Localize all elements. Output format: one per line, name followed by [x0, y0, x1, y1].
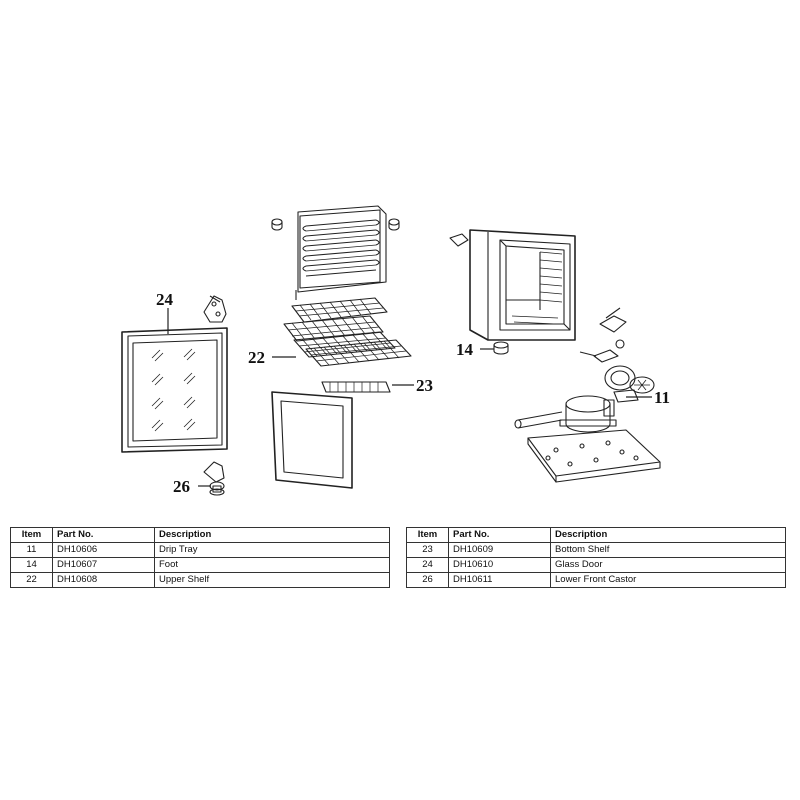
table-row: 14 DH10607 Foot — [10, 557, 390, 573]
compressor-part — [514, 395, 617, 433]
header-part-no: Part No. — [448, 527, 551, 543]
callout-11: 11 — [654, 388, 670, 407]
cell-description: Upper Shelf — [154, 572, 390, 588]
foot-part — [493, 341, 509, 355]
parts-table-right: Item Part No. Description 23 DH10609 Bot… — [406, 527, 786, 588]
leader-lines — [167, 308, 652, 487]
callout-23: 23 — [416, 376, 433, 395]
cell-part-no: DH10606 — [52, 542, 155, 558]
cabinet-body-part — [449, 229, 576, 341]
table-row: 24 DH10610 Glass Door — [406, 557, 786, 573]
base-plate-part — [527, 429, 661, 483]
top-hinge-part — [203, 295, 227, 323]
door-gasket-part — [271, 391, 353, 489]
cell-part-no: DH10608 — [52, 572, 155, 588]
cell-description: Glass Door — [550, 557, 786, 573]
parts-table-left: Item Part No. Description 11 DH10606 Dri… — [10, 527, 390, 588]
header-item: Item — [10, 527, 53, 543]
bottom-shelf-part — [321, 381, 391, 393]
header-description: Description — [154, 527, 390, 543]
cell-description: Lower Front Castor — [550, 572, 786, 588]
cell-description: Foot — [154, 557, 390, 573]
callout-24: 24 — [156, 290, 174, 309]
table-header-row: Item Part No. Description — [406, 527, 786, 543]
upper-shelf-part — [283, 297, 412, 367]
callout-26: 26 — [173, 477, 190, 496]
header-part-no: Part No. — [52, 527, 155, 543]
callout-14: 14 — [456, 340, 474, 359]
table-row: 23 DH10609 Bottom Shelf — [406, 542, 786, 558]
glass-door-part — [121, 327, 228, 453]
thermostat-part — [579, 307, 627, 363]
fastener-part — [271, 218, 400, 231]
table-row: 11 DH10606 Drip Tray — [10, 542, 390, 558]
header-description: Description — [550, 527, 786, 543]
cell-item: 23 — [406, 542, 449, 558]
cell-item: 24 — [406, 557, 449, 573]
cell-item: 22 — [10, 572, 53, 588]
lower-castor-part — [203, 461, 225, 496]
cell-part-no: DH10609 — [448, 542, 551, 558]
cell-item: 14 — [10, 557, 53, 573]
cell-item: 26 — [406, 572, 449, 588]
table-row: 22 DH10608 Upper Shelf — [10, 572, 390, 588]
cell-part-no: DH10607 — [52, 557, 155, 573]
cell-description: Bottom Shelf — [550, 542, 786, 558]
cell-part-no: DH10611 — [448, 572, 551, 588]
callout-22: 22 — [248, 348, 265, 367]
cell-description: Drip Tray — [154, 542, 390, 558]
header-item: Item — [406, 527, 449, 543]
table-row: 26 DH10611 Lower Front Castor — [406, 572, 786, 588]
drip-tray-part — [604, 365, 655, 403]
evaporator-plate-part — [295, 205, 387, 300]
exploded-parts-diagram: 24 22 23 26 14 11 — [121, 205, 670, 496]
table-header-row: Item Part No. Description — [10, 527, 390, 543]
cell-part-no: DH10610 — [448, 557, 551, 573]
cell-item: 11 — [10, 542, 53, 558]
